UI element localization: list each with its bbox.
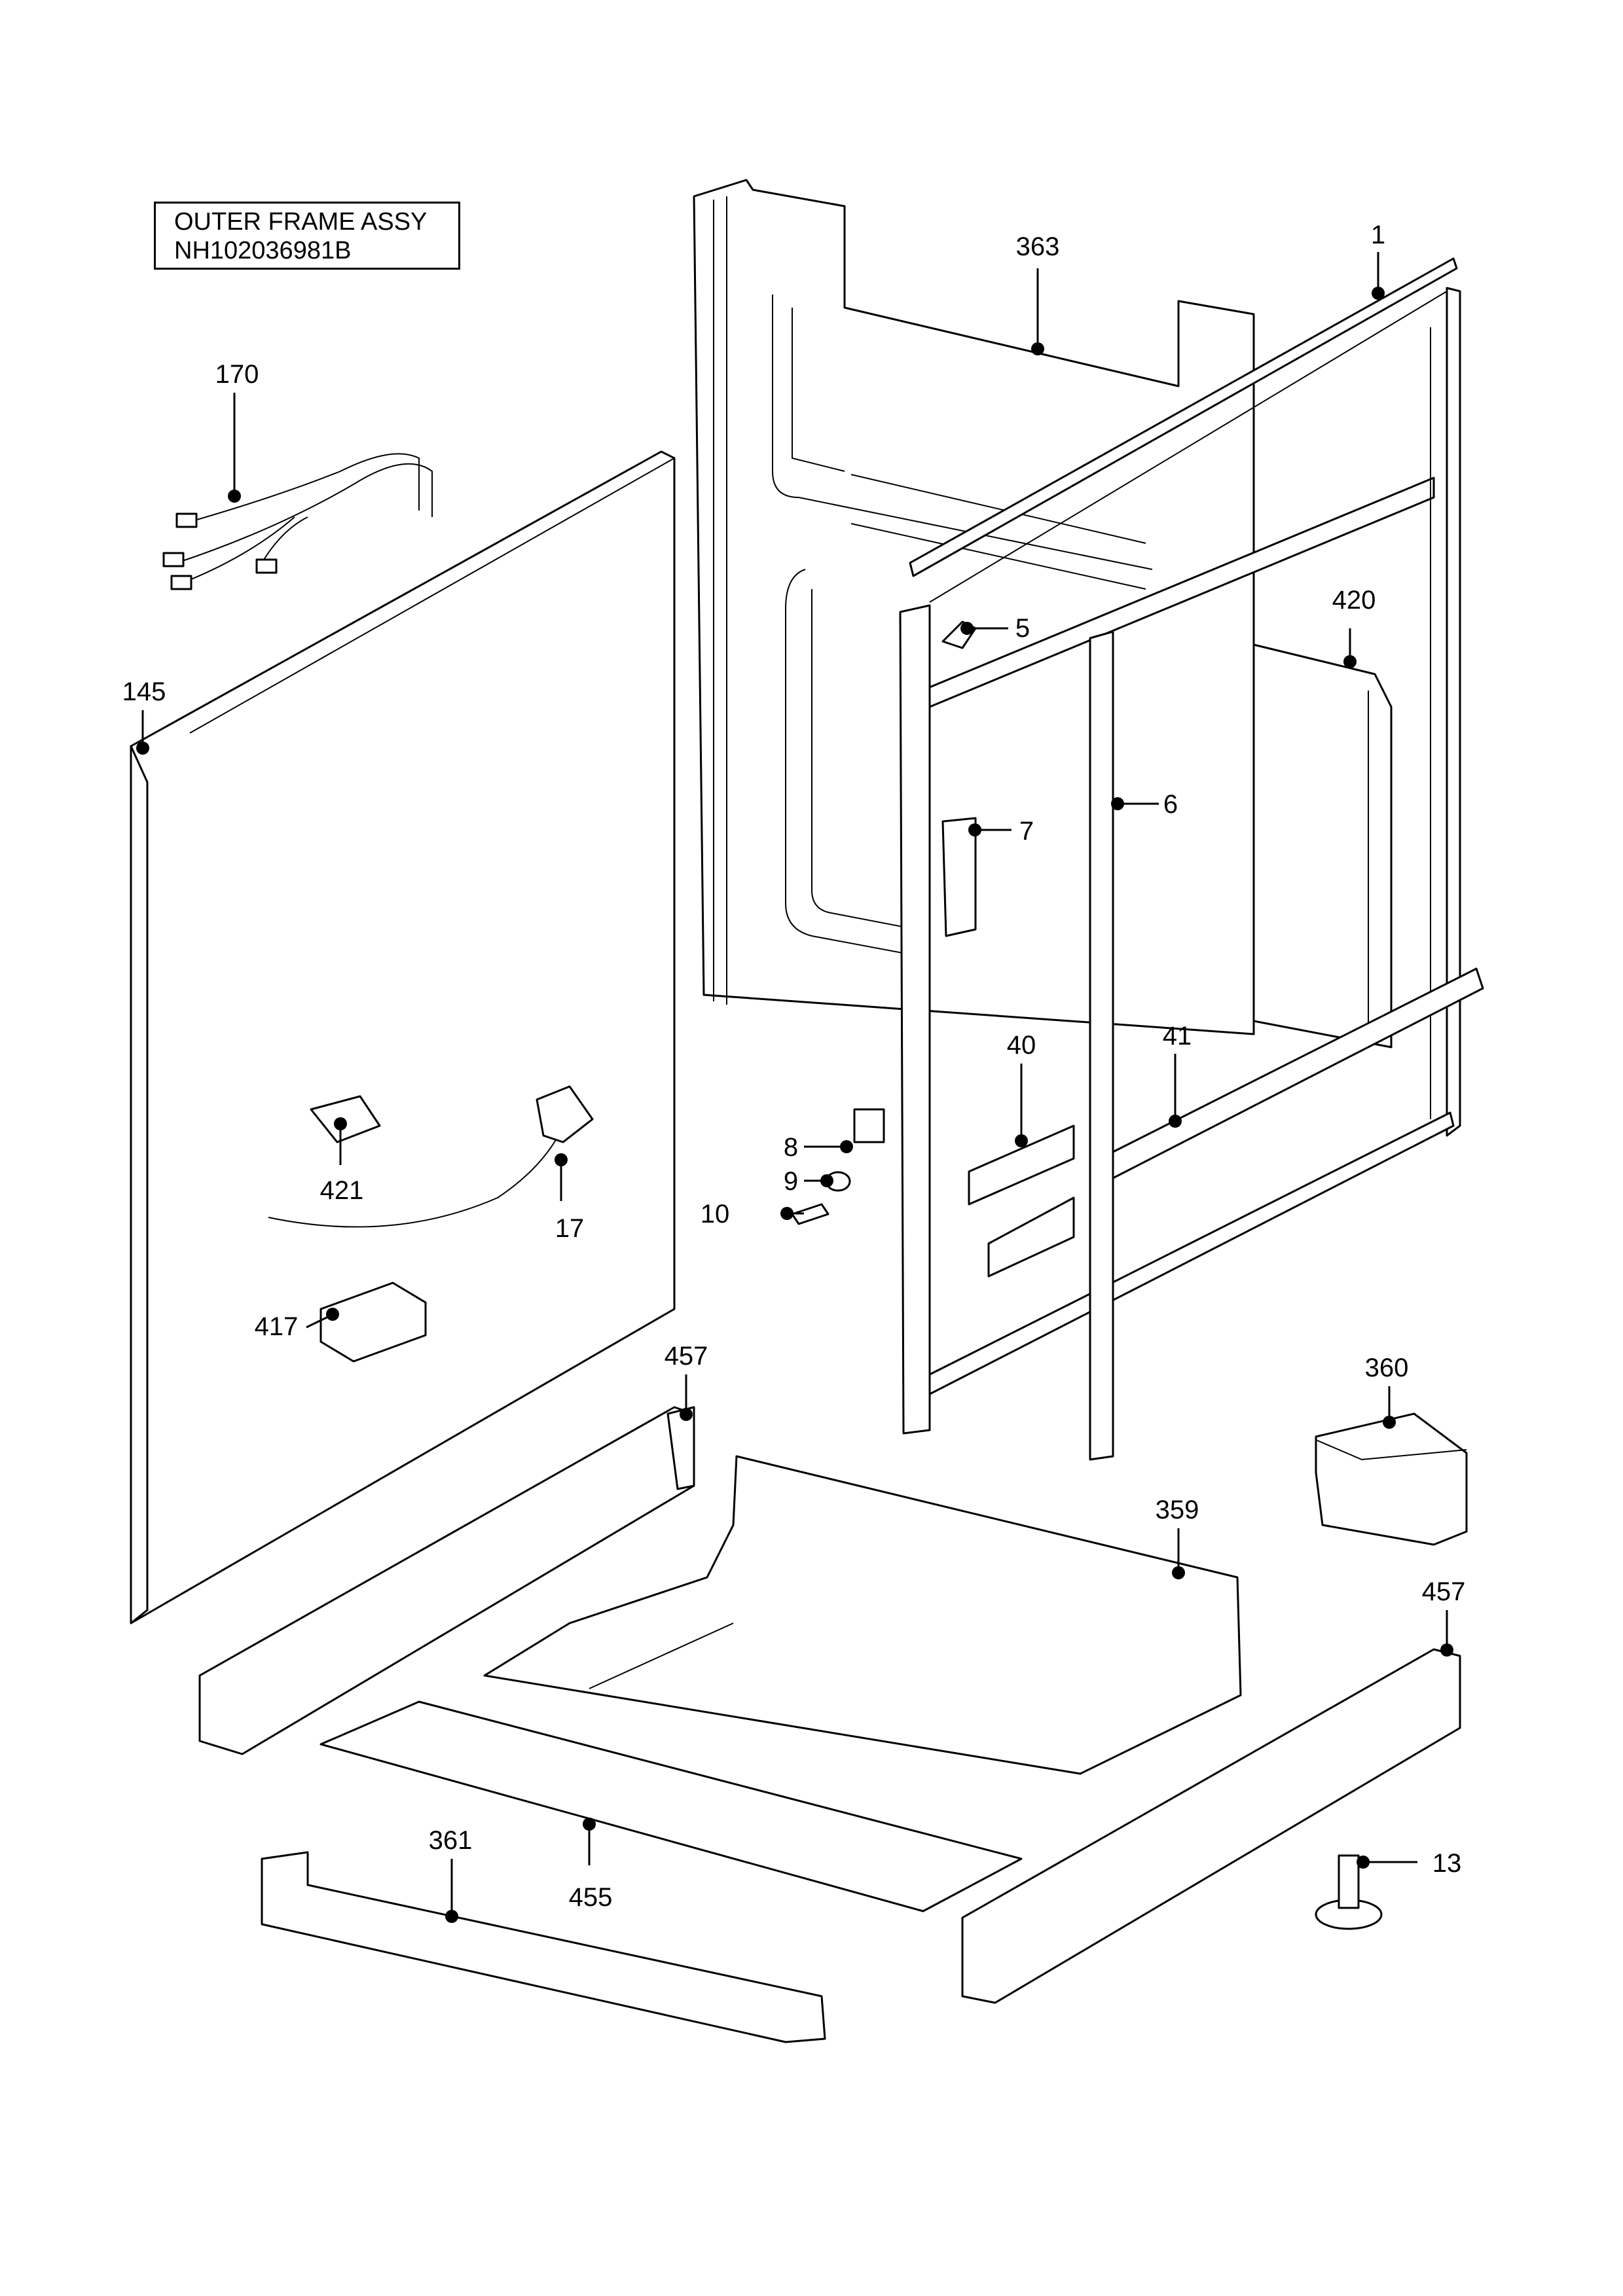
part-8-clip	[853, 1108, 885, 1143]
callout-170: 170	[215, 360, 259, 389]
part-457-left-base-rail	[198, 1406, 695, 1755]
callout-6: 6	[1163, 790, 1178, 819]
part-170-wiring-harness	[162, 453, 433, 590]
callout-1: 1	[1371, 221, 1385, 249]
callout-17: 17	[555, 1214, 585, 1243]
callout-10: 10	[701, 1200, 730, 1229]
assembly-name: OUTER FRAME ASSY	[174, 208, 428, 236]
callout-455: 455	[569, 1883, 613, 1912]
part-360-box	[1315, 1412, 1468, 1546]
part-7-switch-bracket	[941, 817, 977, 937]
callout-8: 8	[784, 1133, 798, 1162]
callout-40: 40	[1007, 1031, 1036, 1060]
part-6-front-column	[1089, 630, 1114, 1461]
callout-360: 360	[1365, 1354, 1409, 1382]
part-359-base-tray	[483, 1455, 1242, 1775]
part-455-front-plate	[319, 1700, 1023, 1912]
callout-457-left: 457	[665, 1342, 708, 1371]
callout-145: 145	[122, 677, 166, 706]
part-420-back-panel	[1252, 643, 1393, 1049]
part-145-side-panel	[130, 450, 676, 1624]
part-41-cross-rail	[1112, 967, 1484, 1179]
part-417-terminal-block	[319, 1282, 427, 1363]
part-361-kick-plate	[261, 1851, 826, 2043]
callout-41: 41	[1163, 1022, 1192, 1050]
part-10-screw	[791, 1203, 830, 1225]
assembly-code: NH102036981B	[174, 237, 352, 264]
callout-417: 417	[255, 1312, 299, 1341]
callout-420: 420	[1332, 586, 1376, 615]
callout-457-right: 457	[1422, 1577, 1466, 1606]
callout-363: 363	[1016, 232, 1060, 261]
part-40-bracket	[968, 1124, 1075, 1278]
callout-7: 7	[1019, 817, 1034, 846]
part-1-main-frame	[899, 257, 1461, 1435]
part-13-leveling-foot	[1315, 1854, 1383, 1930]
callout-9: 9	[784, 1167, 798, 1196]
part-17-power-cord	[268, 1085, 594, 1228]
callout-5: 5	[1015, 614, 1030, 643]
callout-labels: 363 1 170 145 5 420 6 7 40 41 421 17 8 9…	[122, 221, 1466, 1912]
callout-361: 361	[429, 1826, 473, 1855]
callout-leaders	[136, 252, 1453, 1923]
callout-13: 13	[1432, 1849, 1462, 1878]
title-box: OUTER FRAME ASSY NH102036981B	[154, 202, 460, 270]
part-421-grommet	[310, 1095, 381, 1143]
part-457-right-base-rail	[961, 1648, 1461, 2004]
callout-359: 359	[1156, 1496, 1199, 1524]
callout-421: 421	[320, 1176, 364, 1205]
